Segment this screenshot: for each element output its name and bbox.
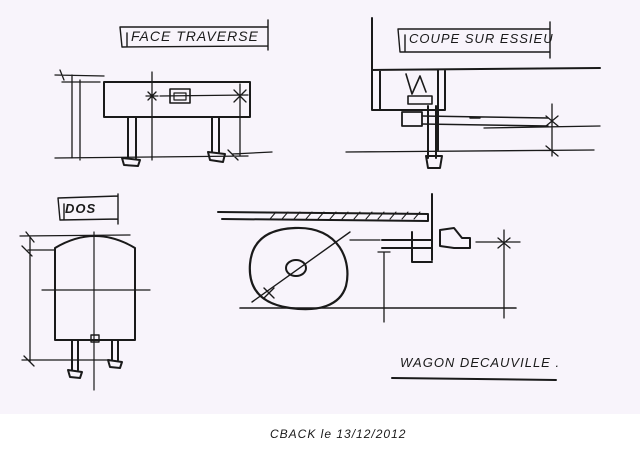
coupe-essieu-view (345, 17, 601, 169)
coupe-dimension-lines (345, 103, 601, 157)
axle-box (401, 111, 423, 127)
dos-dimension-lines (19, 231, 131, 367)
deck-hatching (269, 211, 421, 220)
face-dimension-lines (54, 69, 273, 161)
side-axle-assembly (381, 193, 471, 263)
dos-body (54, 235, 136, 341)
axle-shaft (421, 115, 549, 127)
coupe-essieu-label: COUPE SUR ESSIEU (409, 31, 554, 46)
dos-legs (67, 339, 123, 379)
face-leg-right (211, 116, 220, 153)
face-leg-left (127, 116, 137, 159)
coupe-title-frame (397, 21, 551, 59)
rail-wheel-section (425, 105, 443, 169)
wagon-title: WAGON DECAUVILLE . (400, 355, 561, 370)
frame-outline (371, 17, 601, 151)
face-title-frame (119, 19, 269, 51)
dos-coupler (90, 334, 100, 343)
crossbeam (103, 81, 251, 118)
face-foot-right (207, 151, 226, 163)
face-foot-left (121, 157, 141, 167)
dos-label: DOS (65, 201, 97, 216)
side-dimension-lines (349, 229, 521, 323)
wheel-diameter-line (251, 231, 351, 303)
face-traverse-label: FACE TRAVERSE (131, 28, 259, 44)
signature-date: CBACK le 13/12/2012 (270, 427, 407, 441)
dos-centerline (41, 231, 151, 391)
face-traverse-view (54, 19, 273, 167)
wheel-hub (285, 259, 307, 277)
spring-suspension (405, 73, 433, 105)
dos-title-frame (57, 193, 119, 225)
wagon-side-view (217, 193, 521, 323)
dos-view (19, 193, 151, 391)
wagon-title-underline (391, 377, 557, 381)
